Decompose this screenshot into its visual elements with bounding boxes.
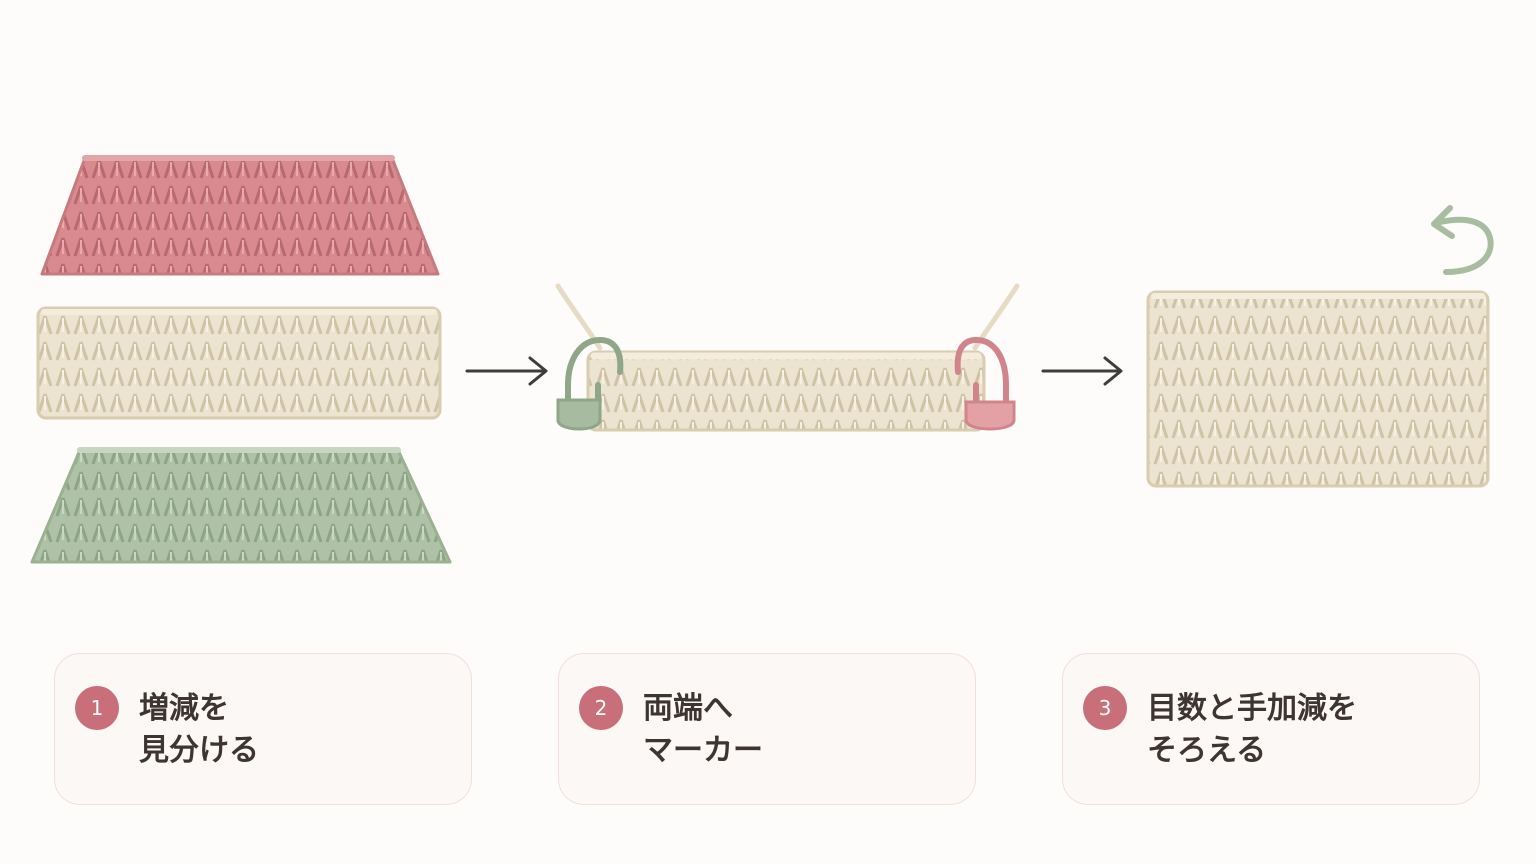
step-label-line2: マーカー (643, 733, 763, 768)
step-card-3: 3 目数と手加減を そろえる (1062, 653, 1480, 805)
crochet-illustration (30, 155, 1494, 564)
right-arrow-icon (1041, 356, 1123, 386)
yarn-tails (555, 283, 1020, 351)
stitch-marker-icon (954, 337, 1016, 431)
cream-final-swatch (1146, 290, 1490, 488)
step-card-1: 1 増減を 見分ける (54, 653, 472, 805)
stitch-marker-icon (556, 337, 624, 431)
cream-strip-swatch (586, 350, 986, 432)
cream-rectangle-swatch (36, 306, 442, 420)
step-number-badge: 2 (579, 686, 623, 730)
step-label-line1: 増減を (139, 691, 229, 726)
pink-trapezoid-swatch (40, 155, 440, 276)
step-label-line1: 目数と手加減を (1147, 691, 1357, 726)
step-label-line2: そろえる (1147, 733, 1267, 768)
step-number-badge: 3 (1083, 686, 1127, 730)
step-label: 増減を 見分ける (139, 688, 259, 772)
step-label-line1: 両端へ (643, 691, 733, 726)
right-arrow-icon (465, 356, 548, 386)
step-label-line2: 見分ける (139, 733, 259, 768)
turn-back-icon (1431, 205, 1494, 275)
green-trapezoid-swatch (30, 447, 452, 564)
step-label: 目数と手加減を そろえる (1147, 688, 1357, 772)
step-number-badge: 1 (75, 686, 119, 730)
step-card-2: 2 両端へ マーカー (558, 653, 976, 805)
step-label: 両端へ マーカー (643, 688, 763, 772)
